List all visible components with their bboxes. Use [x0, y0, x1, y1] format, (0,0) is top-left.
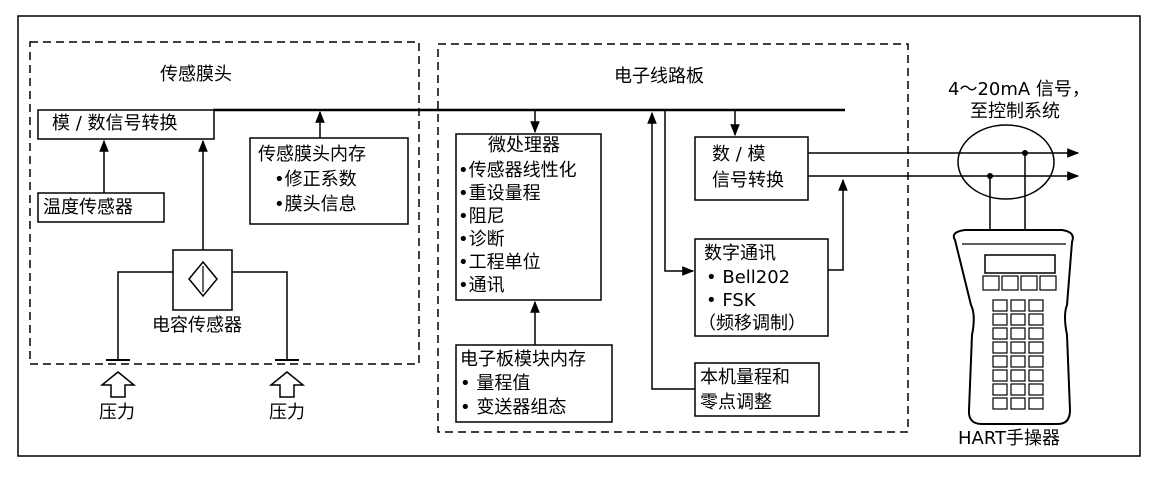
cap-sensor-label: 电容传感器 — [152, 315, 242, 336]
handheld-key — [1010, 327, 1026, 340]
cpu-item: •重设量程 — [458, 183, 541, 204]
local-adjust-box — [694, 362, 820, 417]
module-memory-item: • 变送器组态 — [460, 397, 567, 418]
handheld-key — [992, 383, 1008, 396]
handheld-key — [1010, 397, 1026, 410]
bus-to-comm-arrow — [664, 110, 695, 276]
sensor-memory-title: 传感膜头内存 — [258, 144, 366, 165]
handheld-key — [992, 397, 1008, 410]
cpu-title: 微处理器 — [488, 135, 560, 156]
right-pressure-lead — [232, 271, 288, 360]
local-adjust-line1: 本机量程和 — [700, 367, 790, 388]
ad-converter-box — [37, 109, 215, 140]
signal-label-line1: 4～20mA 信号， — [948, 79, 1090, 100]
handheld-key — [1010, 383, 1026, 396]
da-converter-box — [694, 136, 809, 201]
da-converter-line2: 信号转换 — [712, 170, 784, 191]
module-memory-box — [455, 344, 613, 423]
handheld-key — [1028, 341, 1044, 354]
temp-sensor-box — [37, 192, 165, 223]
da-converter-line1: 数 / 模 — [712, 144, 766, 165]
handheld-key — [992, 341, 1008, 354]
handheld-key — [1028, 383, 1044, 396]
handheld-key — [1028, 397, 1044, 410]
left-pressure-lead — [117, 271, 173, 360]
pressure-arrow-left-icon — [99, 371, 137, 398]
sensor-module-title: 传感膜头 — [160, 64, 232, 85]
pressure-arrow-right-icon — [268, 371, 306, 398]
outer-frame — [17, 15, 1141, 457]
cpu-item: •阻尼 — [458, 206, 505, 227]
hart-handheld-icon — [952, 229, 1074, 425]
signal-ring — [957, 124, 1055, 200]
handheld-key — [1010, 313, 1026, 326]
pressure-label-right: 压力 — [269, 402, 305, 423]
electronics-board-title: 电子线路板 — [614, 66, 704, 87]
digital-comm-item: （频移调制） — [698, 313, 806, 334]
hart-handheld-label: HART手操器 — [958, 428, 1061, 449]
microprocessor-box — [455, 133, 602, 301]
cpu-item: •诊断 — [458, 229, 505, 250]
ad-converter-label: 模 / 数信号转换 — [52, 113, 178, 134]
digital-comm-item: • Bell202 — [706, 267, 791, 288]
handheld-key — [992, 327, 1008, 340]
pressure-label-left: 压力 — [99, 402, 135, 423]
handheld-key — [992, 313, 1008, 326]
digital-comm-box — [694, 238, 829, 337]
temp-sensor-label: 温度传感器 — [43, 197, 133, 218]
diamond-icon — [188, 260, 218, 298]
handheld-key — [1028, 369, 1044, 382]
electronics-board-group — [437, 43, 909, 433]
signal-label-line2: 至控制系统 — [970, 101, 1060, 122]
cpu-item: •传感器线性化 — [458, 160, 577, 181]
handheld-key — [992, 299, 1008, 312]
handheld-key — [1028, 327, 1044, 340]
handheld-key — [1010, 369, 1026, 382]
handheld-key — [992, 355, 1008, 368]
local-to-bus-arrow — [647, 111, 695, 390]
sensor-module-group — [29, 41, 420, 365]
sensor-memory-item: •修正系数 — [274, 169, 357, 190]
sensor-memory-box — [249, 137, 409, 225]
cpu-item: •工程单位 — [458, 252, 541, 273]
comm-to-output-arrow — [828, 178, 848, 271]
handheld-key — [1028, 299, 1044, 312]
digital-comm-item: • FSK — [706, 290, 756, 311]
handheld-key — [1010, 355, 1026, 368]
handheld-key — [1010, 299, 1026, 312]
module-memory-title: 电子板模块内存 — [460, 349, 586, 370]
sensor-memory-item: •膜头信息 — [274, 194, 357, 215]
handheld-key — [1010, 341, 1026, 354]
handheld-key — [992, 369, 1008, 382]
local-adjust-line2: 零点调整 — [700, 392, 772, 413]
digital-comm-title: 数字通讯 — [704, 243, 776, 264]
handheld-key — [1028, 355, 1044, 368]
cpu-item: •通讯 — [458, 275, 505, 296]
handheld-key — [1028, 313, 1044, 326]
module-memory-item: • 量程值 — [460, 373, 531, 394]
